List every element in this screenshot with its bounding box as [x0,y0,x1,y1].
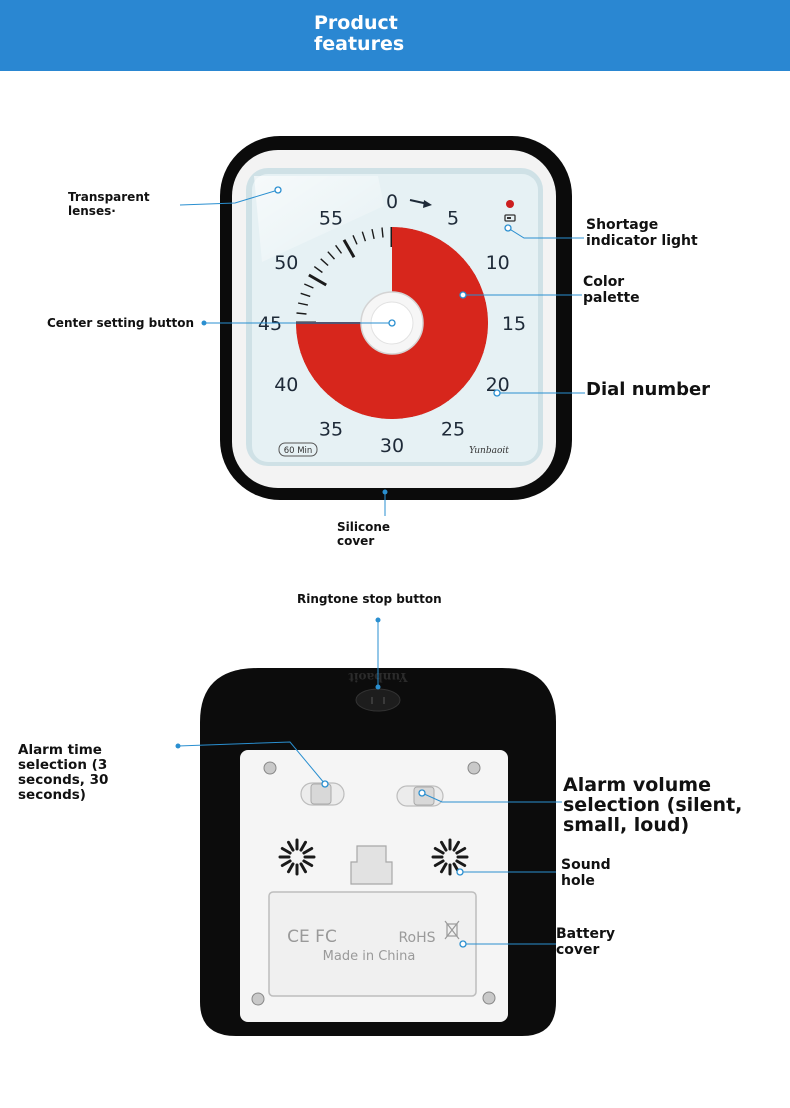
callout-silicone-cover: Silicone cover [337,520,391,548]
rohs-mark: RoHS [398,930,435,946]
sound-hole-slot [302,847,314,855]
callout-alarm-time: Alarm time selection (3 seconds, 30 seco… [18,742,109,803]
sound-hole-slot [299,862,307,874]
direction-arrowhead-icon [423,200,432,208]
leader-alarm-time [177,741,326,785]
dial-tick [320,258,329,267]
sound-hole-right [431,838,469,876]
leader-shortage-indicator [507,227,584,239]
callout-battery-cover: Battery cover [556,926,616,958]
sound-hole-slot [433,847,445,855]
dial-tick [308,273,327,287]
sound-hole-left [278,838,316,876]
header-banner: Product features [0,0,790,71]
dial-number-25: 25 [441,419,465,441]
sound-hole-slot [299,840,307,852]
screw-top-left [263,761,277,775]
front-timer: 0 5 10 15 20 25 30 35 40 45 50 55 60 Min Yunbaoit [220,136,572,500]
dial-tick [296,312,307,315]
dial-tick [335,244,343,254]
callout-leaders [177,189,585,945]
battery-icon [504,214,516,222]
callout-sound-hole: Sound hole [561,857,611,889]
sound-hole-slot [302,859,314,867]
screw-bottom-left [251,992,265,1006]
header-title: Product features [314,12,405,55]
cert-marks: CE FC [287,927,337,947]
callout-end-dots [175,320,388,749]
callout-dial-number: Dial number [586,379,711,400]
sound-hole-slot [452,840,460,852]
callout-anchor-dots [274,186,512,948]
dial-numbers: 0 5 10 15 20 25 30 35 40 45 50 55 [258,191,526,457]
dial-tick [381,227,384,238]
dial-number-15: 15 [502,313,526,335]
dial-tick [297,302,309,306]
dial-number-20: 20 [486,374,510,396]
dial-number-30: 30 [380,435,404,457]
ringtone-stop-button[interactable] [355,688,401,712]
dial-number-0: 0 [386,191,398,213]
sound-hole-slot [280,859,292,867]
weee-bin-icon [444,920,460,940]
dial-number-55: 55 [319,207,343,229]
kickstand-clip[interactable] [350,845,393,885]
dial-tick [300,292,311,298]
sound-hole-slot [440,862,448,874]
dial-tick [342,239,356,258]
sound-hole-slot [287,862,295,874]
dial-number-5: 5 [447,207,459,229]
dial-number-40: 40 [274,374,298,396]
sound-hole-slot [433,859,445,867]
callout-alarm-volume: Alarm volume selection (silent, small, l… [563,774,743,836]
battery-icon-fill [507,217,511,219]
callout-shortage-indicator: Shortage indicator light [586,217,698,249]
dial-tick [327,251,336,260]
sound-hole-slot [455,859,467,867]
made-in-text: Made in China [323,949,416,964]
callout-ringtone-stop: Ringtone stop button [297,592,442,606]
dial-brand: Yunbaoit [469,446,509,456]
back-timer: Yunbaoit CE FC RoHS Made in China [200,668,556,1036]
sound-hole-slot [440,840,448,852]
range-badge-outline [278,442,318,457]
sound-hole-slot [280,847,292,855]
dial-tick [371,228,375,240]
screw-bottom-right [482,991,496,1005]
sound-hole-slot [287,840,295,852]
sound-hole-slot [455,847,467,855]
shortage-indicator-light [506,200,514,208]
dial-tick [313,266,323,274]
screw-top-right [467,761,481,775]
stop-button-grip [371,697,385,704]
callout-transparent-lenses: Transparent lenses· [68,190,150,218]
dial-tick [304,283,314,289]
callout-color-palette: Color palette [583,274,640,306]
leader-transparent-lenses [179,189,279,206]
callout-center-setting: Center setting button [47,316,195,330]
dial-number-35: 35 [319,419,343,441]
dial-number-10: 10 [486,252,510,274]
dial-tick [352,235,358,245]
dial-number-45: 45 [258,313,282,335]
lens-reflection [254,176,384,262]
leader-alarm-volume [421,792,562,803]
dial-number-50: 50 [274,252,298,274]
dial-tick [361,231,367,242]
alarm-time-switch-knob [310,783,332,805]
range-badge: 60 Min [284,446,313,456]
